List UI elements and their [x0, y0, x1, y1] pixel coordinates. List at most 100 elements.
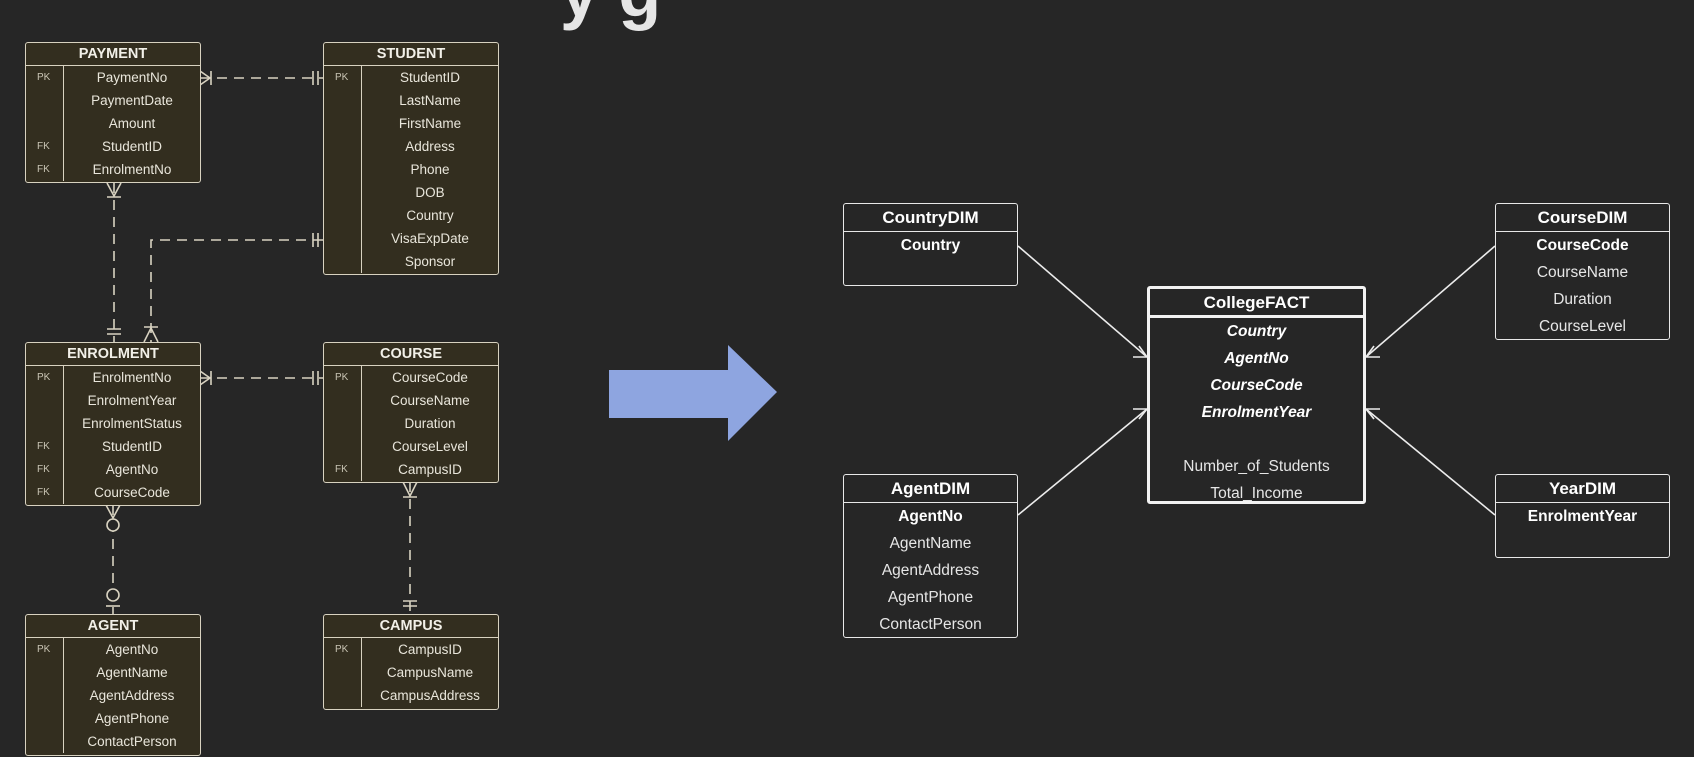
key-label: [324, 89, 362, 112]
course-fact-link: [1365, 245, 1496, 358]
field: Country: [406, 208, 454, 223]
field: StudentID: [101, 139, 163, 154]
student-one-mark-2: [312, 233, 319, 247]
course-campus-crowfoot: [402, 481, 418, 498]
dimension-key: AgentNo: [898, 508, 963, 525]
entity-name: STUDENT: [324, 43, 498, 66]
field: LastName: [399, 93, 461, 108]
key-label: [324, 158, 362, 181]
dimension-field: AgentAddress: [881, 562, 980, 579]
key-label: [324, 135, 362, 158]
entity-name: AGENT: [26, 615, 200, 638]
country-fact-link: [1017, 245, 1148, 358]
enrolment-one-mark: [107, 328, 121, 335]
key-label: [26, 730, 64, 753]
key-label: FK: [26, 158, 64, 181]
key-label: PK: [26, 66, 64, 89]
field: PaymentNo: [96, 70, 168, 85]
dimension-name: AgentDIM: [844, 475, 1017, 503]
key-label: FK: [26, 135, 64, 158]
dimension-course: CourseDIM CourseCode CourseName Duration…: [1495, 203, 1670, 340]
dimension-agent: AgentDIM AgentNo AgentName AgentAddress …: [843, 474, 1018, 638]
key-label: [26, 412, 64, 435]
field: DOB: [415, 185, 445, 200]
key-label: [324, 412, 362, 435]
key-label: [324, 181, 362, 204]
field: CourseLevel: [392, 439, 468, 454]
field: AgentAddress: [89, 688, 175, 703]
field: CampusAddress: [380, 688, 480, 703]
key-label: [324, 435, 362, 458]
key-label: [324, 250, 362, 273]
enrolment-course-crowfoot: [199, 370, 212, 386]
key-label: [324, 661, 362, 684]
entity-name: CAMPUS: [324, 615, 498, 638]
key-label: [26, 661, 64, 684]
dimension-field: AgentPhone: [887, 589, 974, 606]
key-label: PK: [324, 638, 362, 661]
field: EnrolmentStatus: [82, 416, 182, 431]
dimension-key: EnrolmentYear: [1527, 508, 1638, 525]
course-one-mark: [312, 371, 319, 385]
field: EnrolmentNo: [92, 370, 172, 385]
key-label: [324, 204, 362, 227]
entity-campus: CAMPUS PK CampusID CampusName CampusAddre…: [323, 614, 499, 710]
fact-table-college: CollegeFACT Country AgentNo CourseCode E…: [1147, 286, 1366, 504]
field: FirstName: [398, 116, 462, 131]
dimension-field: Duration: [1553, 291, 1612, 308]
dimension-key: Country: [900, 237, 961, 254]
student-one-mark: [312, 71, 319, 85]
field: CourseCode: [392, 370, 468, 385]
fact-foreign-key: Country: [1226, 323, 1287, 340]
agent-fact-link: [1017, 408, 1148, 516]
transform-arrow: [609, 345, 777, 441]
key-label: PK: [26, 366, 64, 389]
fact-measure: Number_of_Students: [1183, 458, 1330, 475]
key-label: [26, 112, 64, 135]
agent-optional-circle: [106, 588, 120, 602]
key-label: [324, 112, 362, 135]
dimension-key: CourseCode: [1536, 237, 1629, 254]
course-fact-crowfoot: [1364, 345, 1380, 358]
field: CampusID: [398, 642, 462, 657]
key-label: PK: [26, 638, 64, 661]
payment-many-crowfoot: [199, 70, 212, 86]
campus-one-mark: [403, 600, 417, 607]
key-label: [324, 684, 362, 707]
fact-name: CollegeFACT: [1150, 289, 1363, 318]
year-fact-link: [1365, 408, 1496, 516]
slide-title-fragment: y g: [560, 0, 661, 32]
key-label: PK: [324, 366, 362, 389]
key-label: FK: [324, 458, 362, 481]
field: AgentName: [96, 665, 168, 680]
entity-student: STUDENT PK StudentID LastName FirstName A…: [323, 42, 499, 275]
field: Amount: [108, 116, 156, 131]
key-label: PK: [324, 66, 362, 89]
entity-name: COURSE: [324, 343, 498, 366]
key-label: [26, 707, 64, 730]
field: StudentID: [101, 439, 163, 454]
dimension-field: CourseLevel: [1538, 318, 1627, 335]
key-label: FK: [26, 435, 64, 458]
key-label: [26, 389, 64, 412]
student-enrolment-relationship: [150, 239, 323, 342]
fact-foreign-key: AgentNo: [1224, 350, 1289, 367]
key-label: [26, 89, 64, 112]
key-label: [324, 389, 362, 412]
field: Address: [405, 139, 455, 154]
year-fact-crowfoot: [1364, 408, 1380, 420]
key-label: FK: [26, 481, 64, 504]
dimension-country: CountryDIM Country: [843, 203, 1018, 286]
field: EnrolmentYear: [87, 393, 177, 408]
field: ContactPerson: [87, 734, 177, 749]
field: CampusName: [386, 665, 474, 680]
field: CampusID: [398, 462, 462, 477]
field: AgentPhone: [94, 711, 170, 726]
field: Sponsor: [404, 254, 456, 269]
field: Phone: [410, 162, 450, 177]
enrolment-optional-circle: [106, 518, 120, 532]
field: StudentID: [399, 70, 461, 85]
